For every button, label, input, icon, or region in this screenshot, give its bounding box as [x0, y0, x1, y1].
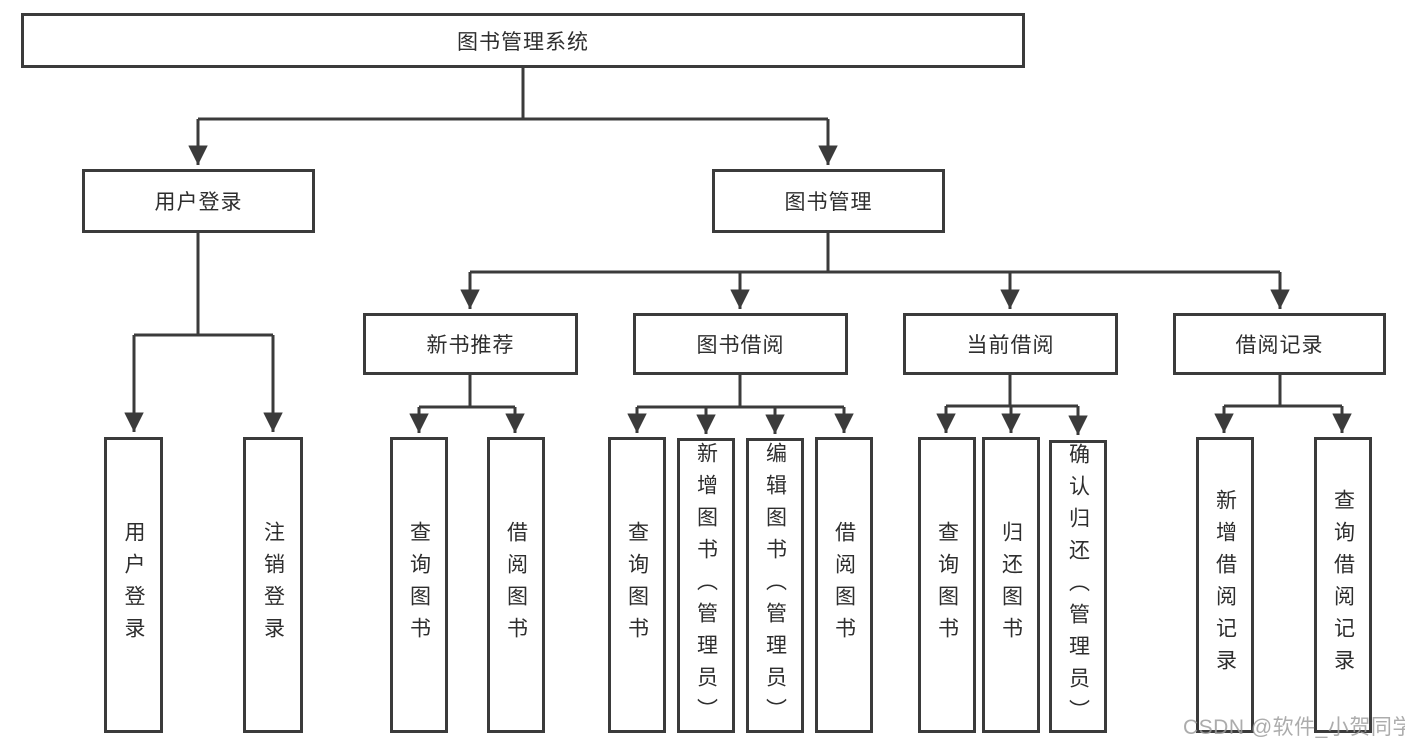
node-root: 图书管理系统 — [21, 13, 1025, 68]
leaf-logout: 注销登录 — [243, 437, 303, 733]
leaf-user-login-label: 用户登录 — [122, 521, 145, 649]
leaf-query-book-current: 查询图书 — [918, 437, 976, 733]
leaf-query-book-borrowing: 查询图书 — [608, 437, 666, 733]
leaf-logout-label: 注销登录 — [261, 521, 285, 649]
leaf-query-book-current-label: 查询图书 — [935, 521, 959, 649]
leaf-edit-book-admin-label: 编辑图书（管理员） — [763, 441, 787, 730]
leaf-borrow-book-recommend: 借阅图书 — [487, 437, 545, 733]
leaf-query-borrow-record-label: 查询借阅记录 — [1331, 489, 1355, 681]
node-user-login-label: 用户登录 — [154, 191, 243, 214]
leaf-add-borrow-record-label: 新增借阅记录 — [1213, 489, 1237, 681]
leaf-query-book-borrowing-label: 查询图书 — [625, 521, 649, 649]
leaf-query-book-recommend-label: 查询图书 — [407, 521, 431, 649]
leaf-query-book-recommend: 查询图书 — [390, 437, 448, 733]
node-user-login: 用户登录 — [82, 169, 315, 233]
leaf-borrow-book-borrowing-label: 借阅图书 — [832, 521, 856, 649]
leaf-add-book-admin-label: 新增图书（管理员） — [694, 441, 718, 730]
leaf-return-book-label: 归还图书 — [999, 521, 1023, 649]
node-current-borrowing: 当前借阅 — [903, 313, 1118, 375]
leaf-borrow-book-borrowing: 借阅图书 — [815, 437, 873, 733]
node-borrowing-records-label: 借阅记录 — [1235, 334, 1324, 357]
node-book-management: 图书管理 — [712, 169, 945, 233]
leaf-confirm-return-admin: 确认归还（管理员） — [1049, 440, 1107, 733]
node-current-borrowing-label: 当前借阅 — [966, 334, 1055, 357]
leaf-return-book: 归还图书 — [982, 437, 1040, 733]
leaf-user-login: 用户登录 — [104, 437, 163, 733]
leaf-edit-book-admin: 编辑图书（管理员） — [746, 438, 804, 733]
node-new-book-recommend: 新书推荐 — [363, 313, 578, 375]
node-borrowing-records: 借阅记录 — [1173, 313, 1386, 375]
node-book-borrowing-label: 图书借阅 — [696, 334, 785, 357]
leaf-confirm-return-admin-label: 确认归还（管理员） — [1066, 443, 1090, 731]
leaf-add-borrow-record: 新增借阅记录 — [1196, 437, 1254, 733]
leaf-borrow-book-recommend-label: 借阅图书 — [504, 521, 528, 649]
leaf-query-borrow-record: 查询借阅记录 — [1314, 437, 1372, 733]
csdn-watermark: CSDN @软件_小贺同学 — [1183, 716, 1405, 739]
node-book-management-label: 图书管理 — [784, 191, 873, 214]
node-root-label: 图书管理系统 — [457, 30, 589, 54]
node-book-borrowing: 图书借阅 — [633, 313, 848, 375]
leaf-add-book-admin: 新增图书（管理员） — [677, 438, 735, 733]
node-new-book-recommend-label: 新书推荐 — [426, 334, 515, 357]
